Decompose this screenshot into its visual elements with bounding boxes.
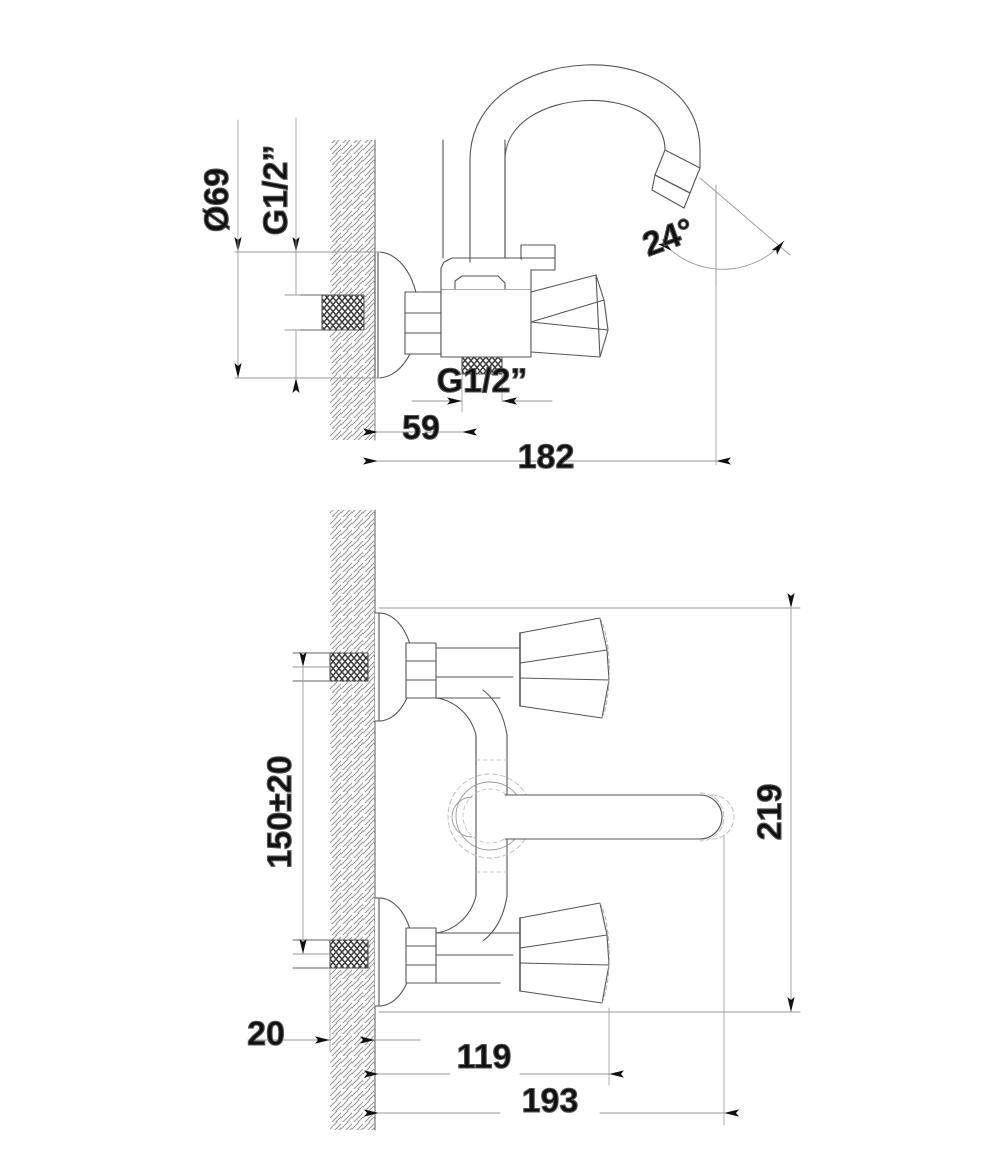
spout-gooseneck-side	[469, 64, 701, 263]
hex-nut-side	[404, 291, 442, 355]
dimension-182: 182	[363, 195, 731, 477]
wall-section-front	[330, 509, 376, 1131]
dim-label-219: 219	[751, 784, 789, 841]
dim-label-thread-outlet: G1/2”	[437, 362, 528, 400]
wall-section-side	[330, 139, 376, 441]
dimension-diameter-69: Ø69	[197, 119, 381, 379]
handle-cone-upper	[519, 617, 610, 719]
escutcheon-upper	[374, 612, 414, 722]
dim-label-59: 59	[402, 409, 440, 447]
handle-cone-side	[530, 274, 609, 358]
hex-nut-upper	[405, 642, 437, 699]
front-view: 150±20 219 20 119 193	[247, 509, 801, 1131]
hex-nut-lower	[405, 927, 437, 984]
dimension-119: 119	[364, 1007, 624, 1086]
dimension-219: 219	[378, 593, 801, 1013]
spout-front	[451, 792, 735, 842]
center-column	[475, 734, 508, 897]
dim-label-thread-inlet: G1/2”	[257, 145, 295, 236]
dimension-thread-outlet: G1/2”	[411, 361, 553, 413]
dimension-59: 59	[363, 377, 477, 448]
dim-label-20: 20	[247, 1015, 285, 1053]
inlet-thread-upper	[292, 652, 369, 682]
dimension-20: 20	[247, 967, 421, 1054]
outlet-thread-side	[461, 356, 503, 375]
dim-label-119: 119	[457, 1038, 512, 1076]
inlet-thread-side	[284, 294, 365, 331]
dim-label-182: 182	[518, 438, 575, 476]
dim-label-150-tolerance: 150±20	[261, 755, 299, 868]
dim-label-193: 193	[522, 1082, 579, 1120]
dimension-193: 193	[364, 834, 739, 1126]
dim-label-diameter-69: Ø69	[198, 168, 236, 232]
side-view: Ø69 G1/2” 24° G1/2”	[197, 64, 791, 477]
handle-cone-lower	[519, 902, 610, 1004]
dimension-150-tolerance: 150±20	[260, 652, 331, 955]
dim-label-angle-24: 24°	[638, 211, 699, 264]
dimension-thread-inlet: G1/2”	[256, 117, 301, 393]
